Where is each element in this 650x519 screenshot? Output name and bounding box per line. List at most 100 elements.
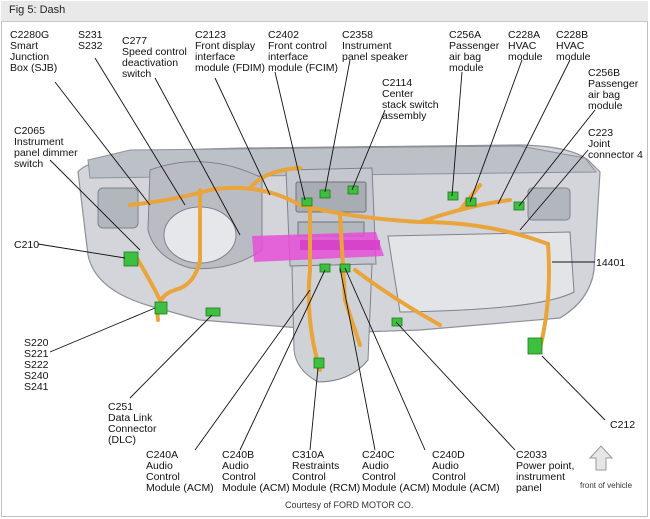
callout-c240c-line: C240C bbox=[362, 449, 395, 461]
connector-c212 bbox=[527, 337, 543, 355]
callout-c223-line: Joint bbox=[588, 138, 610, 150]
callout-c240b-line: Audio bbox=[222, 460, 249, 472]
callout-splices-line: S241 bbox=[24, 381, 49, 393]
callout-c210-line: C210 bbox=[14, 239, 39, 251]
callout-splices-line: S240 bbox=[24, 370, 49, 382]
connector-c240 bbox=[319, 263, 331, 273]
callout-c240a-line: Audio bbox=[146, 460, 173, 472]
callout-c2123-line: module (FDIM) bbox=[195, 62, 265, 74]
callout-c2280g-line: Smart bbox=[10, 40, 38, 52]
callout-c251-line: Connector bbox=[108, 423, 157, 435]
connector-c2033 bbox=[391, 317, 403, 327]
connector-c251 bbox=[205, 307, 221, 317]
connector-c310a bbox=[313, 357, 325, 369]
callout-c240d-line: Module (ACM) bbox=[432, 482, 500, 494]
callout-c256a-line: module bbox=[449, 62, 484, 74]
callout-c240d-line: C240D bbox=[432, 449, 465, 461]
callout-c212: C212 bbox=[610, 419, 635, 431]
callout-c212-line: C212 bbox=[610, 419, 635, 431]
callout-c2280g-line: Box (SJB) bbox=[10, 62, 57, 74]
callout-c310a-line: C310A bbox=[292, 449, 324, 461]
callout-c2402-line: C2402 bbox=[268, 29, 299, 41]
callout-n14401-line: 14401 bbox=[596, 257, 625, 269]
callout-c256a-line: Passenger bbox=[449, 40, 500, 52]
callout-c210: C210 bbox=[14, 239, 39, 251]
callout-c256b-line: module bbox=[588, 100, 623, 112]
callout-c2114-line: Center bbox=[382, 88, 414, 100]
callout-c2033-line: C2033 bbox=[516, 449, 547, 461]
callout-c2114-line: stack switch bbox=[382, 99, 439, 111]
callout-c223-line: connector 4 bbox=[588, 149, 643, 161]
callout-c2065-line: C2065 bbox=[14, 125, 45, 137]
callout-c240d-line: Audio bbox=[432, 460, 459, 472]
callout-c2402-line: interface bbox=[268, 51, 308, 63]
callout-c256a-line: C256A bbox=[449, 29, 481, 41]
callout-c2114-line: C2114 bbox=[382, 77, 412, 89]
callout-c2402-line: Front control bbox=[268, 40, 327, 52]
callout-c240c-line: Module (ACM) bbox=[362, 482, 430, 494]
callout-c240b-line: C240B bbox=[222, 449, 254, 461]
connector-c256a bbox=[447, 191, 459, 201]
callout-c240c-line: Control bbox=[362, 471, 396, 483]
callout-c2358-line: panel speaker bbox=[342, 51, 408, 63]
callout-splices-line: S222 bbox=[24, 359, 49, 371]
callout-c256b-line: C256B bbox=[588, 67, 620, 79]
callout-c251-line: Data Link bbox=[108, 412, 153, 424]
callout-c2033-line: Power point, bbox=[516, 460, 574, 472]
callout-c2123-line: Front display bbox=[195, 40, 256, 52]
callout-c277-line: Speed control bbox=[122, 46, 187, 58]
callout-c256b-line: air bag bbox=[588, 89, 620, 101]
figure-title-bar: Fig 5: Dash bbox=[1, 1, 648, 22]
callout-c240a-line: Control bbox=[146, 471, 180, 483]
connector-c210 bbox=[123, 251, 139, 267]
callout-c256a-line: air bag bbox=[449, 51, 481, 63]
callout-c228a-line: module bbox=[508, 51, 543, 63]
connector-c2114 bbox=[347, 185, 359, 195]
callout-splices-line: S221 bbox=[24, 348, 49, 360]
callout-c2123-line: C2123 bbox=[195, 29, 226, 41]
callout-c2065-line: switch bbox=[14, 158, 43, 170]
callout-c2065-line: Instrument bbox=[14, 136, 64, 148]
callout-c228b-line: module bbox=[556, 51, 591, 63]
connector-splices bbox=[154, 301, 168, 315]
callout-splices-line: S220 bbox=[24, 337, 49, 349]
callout-c223-line: C223 bbox=[588, 127, 613, 139]
callout-c2280g-line: C2280G bbox=[10, 29, 49, 41]
callout-c2033-line: instrument bbox=[516, 471, 565, 483]
callout-s231-line: S232 bbox=[78, 40, 103, 52]
callout-c251-line: C251 bbox=[108, 401, 133, 413]
callout-c228b-line: C228B bbox=[556, 29, 588, 41]
dashboard-illustration bbox=[77, 144, 601, 383]
callout-c277-line: deactivation bbox=[122, 57, 178, 69]
callout-c228b-line: HVAC bbox=[556, 40, 585, 52]
callout-c310a-line: Control bbox=[292, 471, 326, 483]
callout-c2065-line: panel dimmer bbox=[14, 147, 78, 159]
callout-c2114-line: assembly bbox=[382, 110, 427, 122]
front-of-vehicle-indicator: front of vehicle bbox=[580, 445, 633, 490]
callout-c251-line: (DLC) bbox=[108, 434, 136, 446]
callout-c256b-line: Passenger bbox=[588, 78, 639, 90]
callout-c2033-line: panel bbox=[516, 482, 542, 494]
credit-line: Courtesy of FORD MOTOR CO. bbox=[285, 500, 413, 510]
callout-c2123-line: interface bbox=[195, 51, 235, 63]
front-of-vehicle-label: front of vehicle bbox=[580, 481, 633, 490]
callout-c228a-line: HVAC bbox=[508, 40, 537, 52]
